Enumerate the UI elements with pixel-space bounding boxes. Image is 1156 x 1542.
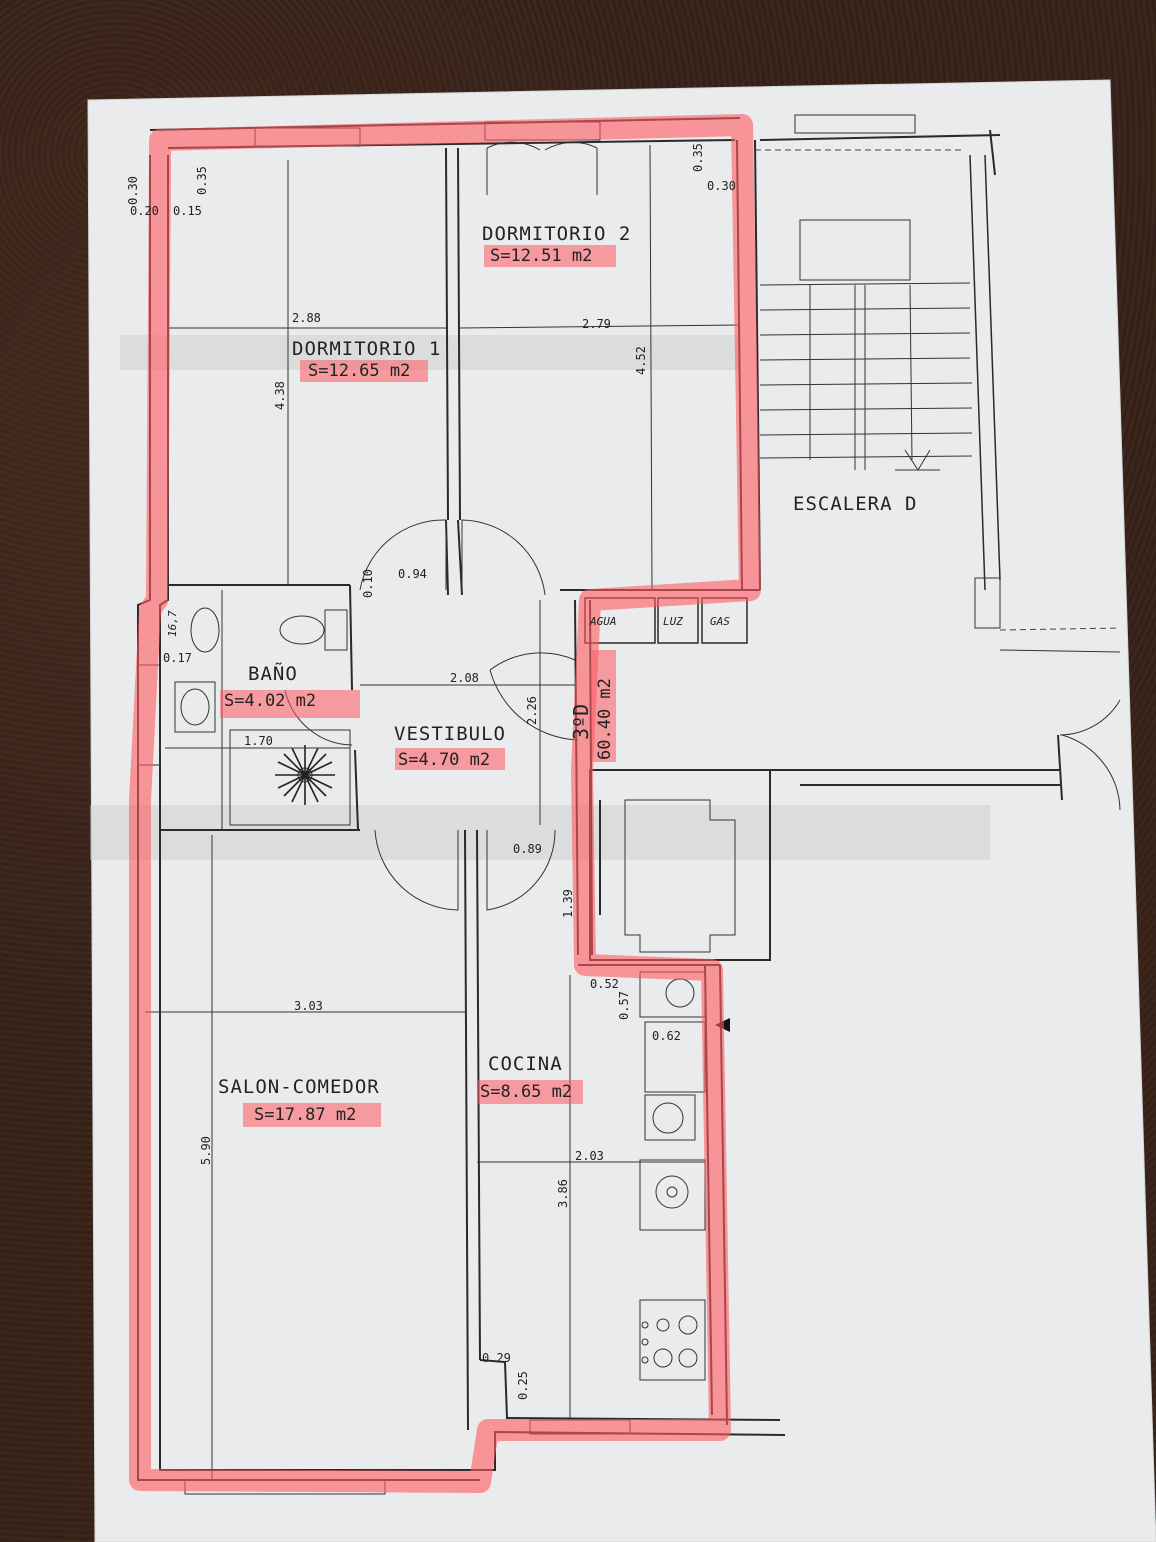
room-name-bano: BAÑO: [248, 662, 298, 685]
doors: [284, 141, 1121, 911]
scan-smudge: [120, 335, 740, 370]
dim-label: 0.94: [398, 567, 427, 581]
room-name-dormitorio-2: DORMITORIO 2: [482, 223, 631, 245]
room-area-dormitorio-1: S=12.65 m2: [308, 361, 410, 381]
dimension-lines: [145, 144, 741, 1480]
room-name-escalera: ESCALERA D: [793, 493, 917, 515]
sink-icon: [180, 688, 210, 726]
dim-label: 0.17: [163, 651, 192, 665]
dim-label: 0.10: [361, 569, 375, 598]
room-area-bano: S=4.02 m2: [224, 691, 316, 711]
dim-label: 5.90: [199, 1136, 213, 1165]
room-area-salon: S=17.87 m2: [254, 1105, 356, 1125]
dim-label: 0.25: [516, 1371, 530, 1400]
dim-label: 0.30: [707, 179, 736, 193]
dim-label: 2.26: [525, 696, 539, 725]
dim-label: 4.52: [634, 346, 648, 375]
room-name-cocina: COCINA: [488, 1053, 563, 1075]
room-name-dormitorio-1: DORMITORIO 1: [292, 338, 441, 360]
room-name-vestibulo: VESTIBULO: [394, 723, 506, 745]
dim-label: 4.38: [273, 381, 287, 410]
unit-code: 3ºD: [569, 704, 593, 740]
dim-label: 3.86: [556, 1179, 570, 1208]
hob-icon: [641, 1315, 698, 1368]
dim-label: 2.88: [292, 311, 321, 325]
washer-icon: [652, 1102, 684, 1134]
dim-label: 0.52: [590, 977, 619, 991]
dim-label: 0.62: [652, 1029, 681, 1043]
stair-treads: [759, 282, 973, 461]
room-name-salon: SALON-COMEDOR: [218, 1076, 380, 1098]
room-area-dormitorio-2: S=12.51 m2: [490, 246, 592, 266]
meter-agua: AGUA: [589, 615, 617, 628]
dim-label: 2.79: [582, 317, 611, 331]
bidet-icon: [190, 607, 220, 653]
dim-label: 0.30: [126, 176, 140, 205]
shower-drain-icon: [275, 745, 335, 805]
dim-label: 2.03: [575, 1149, 604, 1163]
dim-label: 0.29: [482, 1351, 511, 1365]
dim-label: 2.08: [450, 671, 479, 685]
meter-gas: GAS: [710, 615, 730, 628]
dim-label: 3.03: [294, 999, 323, 1013]
dim-label: 1.70: [244, 734, 273, 748]
highlighter-outline: [129, 114, 761, 1493]
paper-sheet: [87, 79, 1156, 1542]
room-area-vestibulo: S=4.70 m2: [398, 750, 490, 770]
toilet-icon: [279, 615, 325, 645]
dim-label: 0.20: [130, 204, 159, 218]
meter-luz: LUZ: [663, 615, 683, 628]
dim-label: 1.39: [561, 889, 575, 918]
bathroom-fixtures: [174, 607, 351, 826]
dim-label: 16,7: [166, 610, 179, 637]
sink-bowl-icon: [655, 1175, 689, 1209]
dim-label: 0.89: [513, 842, 542, 856]
dim-label: 0.35: [195, 166, 209, 195]
dim-label: 0.35: [691, 143, 705, 172]
dim-label: 0.15: [173, 204, 202, 218]
room-area-cocina: S=8.65 m2: [480, 1082, 572, 1102]
dim-label: 0.57: [617, 991, 631, 1020]
unit-total-area: 60.40 m2: [595, 678, 615, 760]
